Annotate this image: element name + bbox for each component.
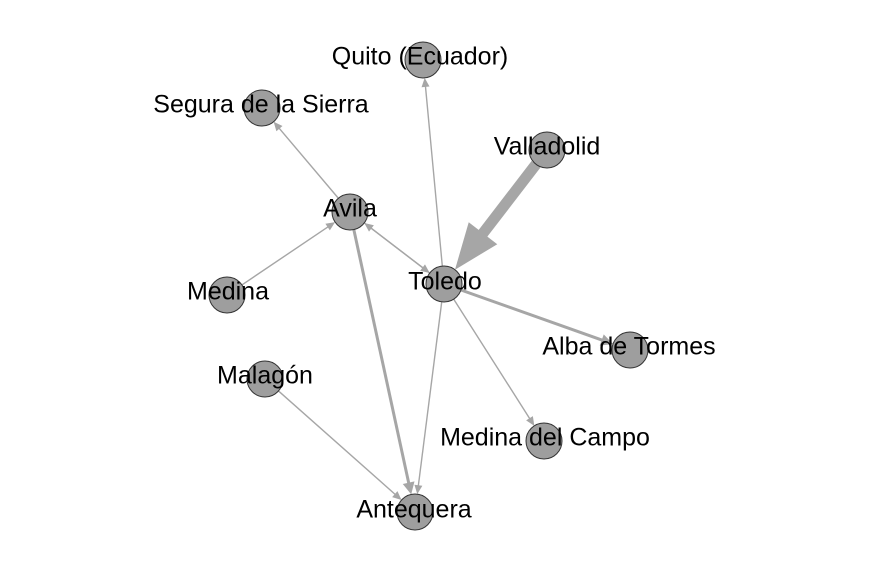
edge-line: [478, 160, 541, 238]
edge-line: [278, 390, 397, 496]
edge-arrowhead: [392, 491, 402, 501]
edge-arrowhead: [421, 77, 430, 88]
edge-arrowhead: [325, 222, 336, 231]
edge-toledo-to-quito: [421, 77, 444, 267]
node-antequera[interactable]: [396, 493, 434, 531]
edge-arrowhead: [402, 481, 415, 495]
edge-avila-to-toledo: [363, 222, 430, 274]
labels-layer: Quito (Ecuador) Segura de la SierraVallad…: [153, 43, 715, 524]
edge-arrowhead: [414, 484, 423, 495]
edge-toledo-to-alba: [460, 288, 614, 346]
node-alba[interactable]: [611, 331, 649, 369]
node-medina[interactable]: [208, 276, 246, 314]
node-label-avila: Avila: [323, 195, 377, 223]
nodes-layer: [208, 41, 649, 531]
edge-line: [352, 229, 411, 484]
node-segura[interactable]: [243, 89, 281, 127]
edge-arrowhead: [526, 416, 535, 426]
edge-toledo-to-medina_campo: [453, 298, 535, 426]
edge-line: [453, 298, 531, 420]
edge-arrowhead: [454, 222, 498, 270]
node-valladolid[interactable]: [528, 131, 566, 169]
node-label-alba: Alba de Tormes: [542, 333, 715, 361]
edge-avila-to-antequera: [352, 229, 415, 495]
node-label-quito: Quito (Ecuador): [332, 43, 508, 71]
edge-line: [278, 127, 339, 199]
edge-arrowhead: [599, 334, 614, 346]
node-label-antequera: Antequera: [356, 496, 471, 524]
node-medina_campo[interactable]: [525, 422, 563, 460]
node-avila[interactable]: [331, 193, 369, 231]
node-label-medina: Medina: [187, 278, 269, 306]
node-label-medina_campo: Medina del Campo: [440, 424, 650, 452]
edge-valladolid-to-toledo: [454, 160, 541, 270]
edge-malagon-to-antequera: [278, 390, 402, 501]
edge-line: [363, 222, 424, 269]
edge-line: [424, 85, 444, 267]
node-toledo[interactable]: [425, 265, 463, 303]
edge-line: [417, 301, 443, 487]
node-label-toledo: Toledo: [408, 268, 482, 296]
edge-toledo-to-antequera: [414, 301, 443, 495]
node-label-valladolid: Valladolid: [494, 133, 601, 161]
edge-arrowhead: [420, 264, 430, 274]
edge-arrowhead: [273, 121, 283, 132]
node-quito[interactable]: [404, 41, 442, 79]
node-label-malagon: Malagón: [217, 362, 313, 390]
edge-line: [241, 225, 329, 286]
edge-line: [460, 288, 604, 342]
node-label-segura: Segura de la Sierra: [153, 91, 369, 119]
edge-medina-to-avila: [241, 222, 336, 286]
node-malagon[interactable]: [246, 360, 284, 398]
edge-avila-to-segura: [273, 121, 339, 199]
edges-layer: [241, 77, 614, 501]
